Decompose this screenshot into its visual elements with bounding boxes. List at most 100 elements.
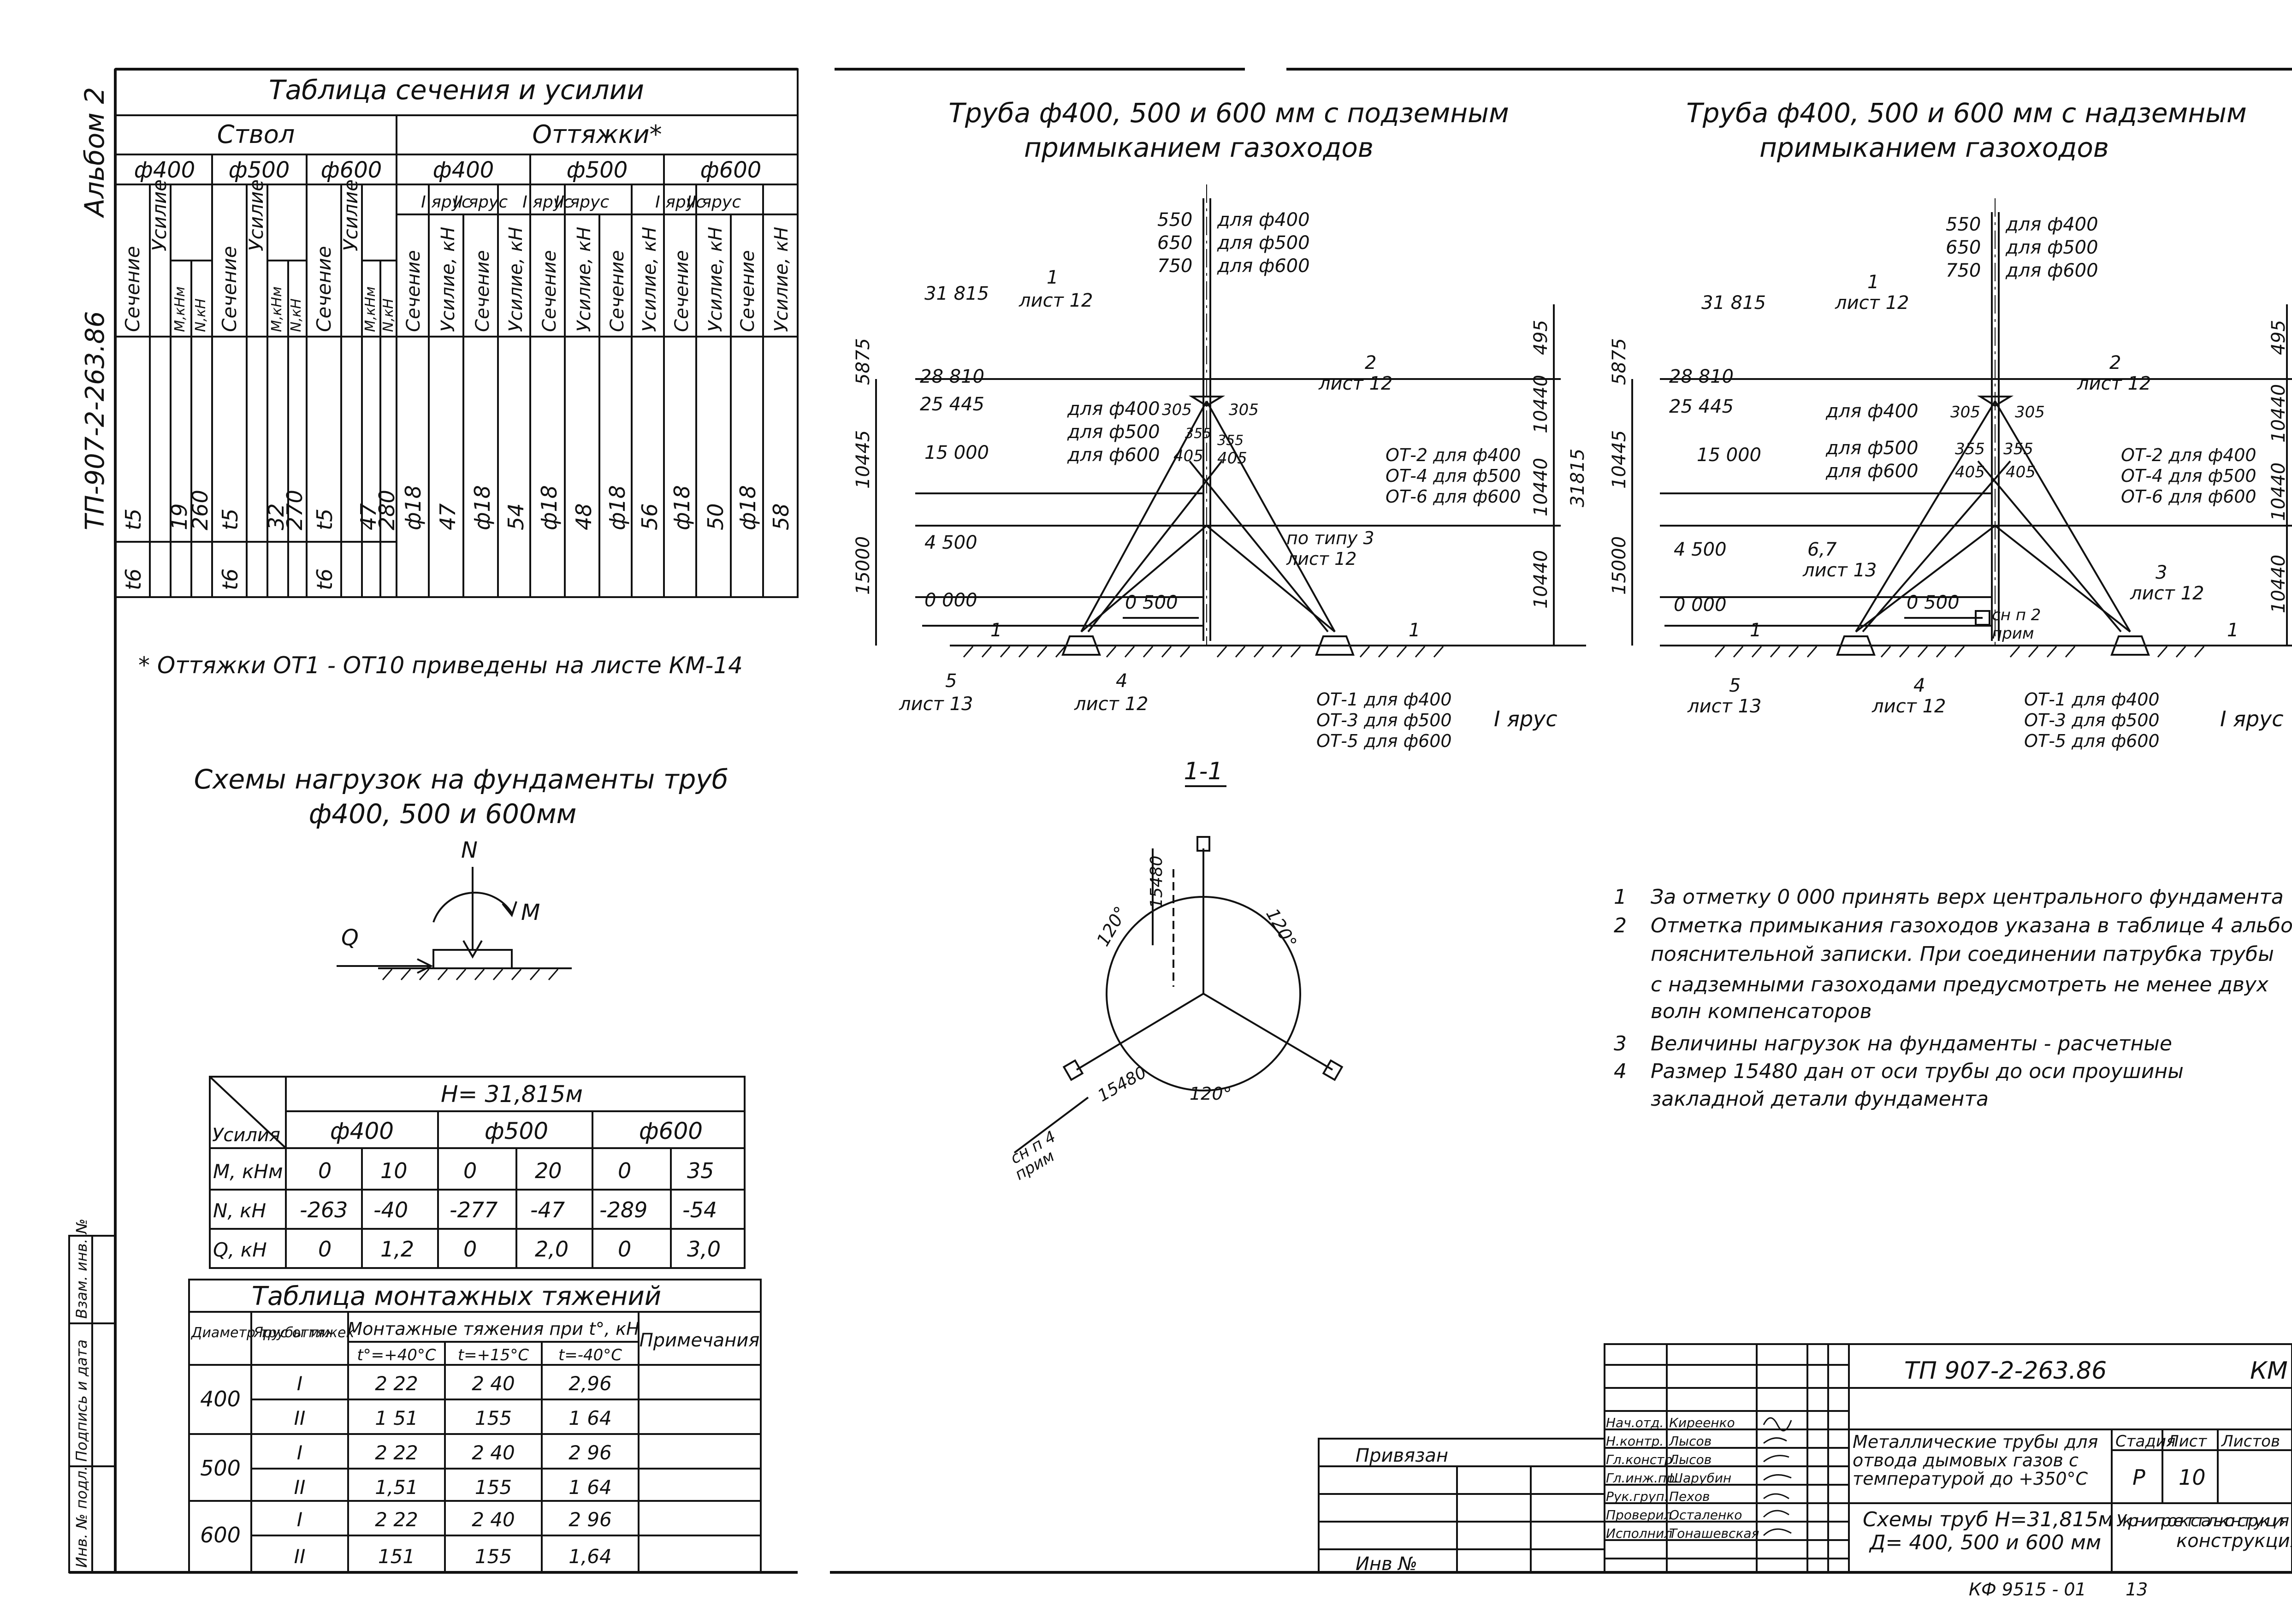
stem-value: t5 — [312, 509, 337, 530]
tier-label: II ярус — [687, 193, 741, 212]
col-force-kn: Усилие, кН — [639, 227, 660, 332]
elev-sheet5: 5 — [945, 670, 957, 692]
col-section: Сечение — [121, 246, 144, 332]
guy-value: ф18 — [537, 485, 562, 530]
tension-col-diameter: Диаметр трубы мм — [190, 1325, 330, 1341]
tension-tier: II — [294, 1407, 306, 1429]
note-text: Размер 15480 дан от оси трубы до оси про… — [1651, 1060, 2184, 1083]
tb-sheet-title-2: Д= 400, 500 и 600 мм — [1869, 1531, 2101, 1554]
elev-dim-15000: 15000 — [1609, 536, 1630, 595]
loads-cell: 3,0 — [687, 1237, 721, 1262]
elev-top-750: 750 — [1157, 255, 1192, 277]
tension-cell: 2 22 — [375, 1441, 418, 1464]
tension-title: Таблица монтажных тяжений — [252, 1281, 661, 1311]
col-section: Сечение — [607, 250, 628, 332]
elev-d305: 305 — [1162, 401, 1192, 419]
elev-sheet12: лист 12 — [2077, 373, 2151, 394]
elev-ot1: ОТ-1 для ф400 — [1316, 689, 1452, 710]
elev-for600: для ф600 — [1067, 445, 1160, 466]
loads-cell: 1,2 — [380, 1237, 414, 1262]
elev-mark-15000: 15 000 — [1697, 445, 1761, 466]
elev-mark-4500: 4 500 — [924, 532, 977, 553]
elev-tier1: I ярус — [2220, 706, 2284, 731]
elev-top-550: 550 — [1946, 214, 1981, 235]
elev-section-mark: 1 — [1750, 620, 1761, 641]
strip-sign-date: Подпись и дата — [73, 1340, 90, 1462]
elev-mark-31815: 31 815 — [1701, 292, 1766, 314]
elev-right-title-1: Труба ф400, 500 и 600 мм с надземным — [1686, 97, 2246, 129]
elev-sheet12: лист 12 — [1318, 373, 1392, 394]
col-force-kn: Усилие, кН — [771, 227, 792, 332]
elev-ot5: ОТ-5 для ф600 — [2024, 731, 2160, 751]
elev-top-650: 650 — [1946, 237, 1981, 258]
col-n: N,кН — [288, 298, 304, 332]
elev-for600: для ф600 — [2005, 260, 2098, 281]
elev-dim-10445: 10445 — [853, 430, 874, 489]
elev-mark-4500: 4 500 — [1674, 539, 1727, 560]
elev-for400: для ф400 — [2005, 214, 2098, 235]
tb-name: Киреенко — [1669, 1415, 1735, 1430]
tb-desc-3: температурой до +350°С — [1853, 1469, 2088, 1489]
col-m: M,кНм — [269, 286, 285, 332]
elev-sheet2: 2 — [1365, 352, 1376, 373]
col-force: Усилие — [245, 179, 267, 251]
elev-dim-10440: 10440 — [2268, 462, 2289, 521]
title-block: ТП 907-2-263.86 КМ Привязан Инв № Нач.от… — [1318, 1343, 2292, 1600]
elev-dim-10440: 10440 — [2268, 555, 2289, 613]
stem-d500: ф500 — [229, 157, 290, 183]
elev-mark-15000: 15 000 — [924, 442, 989, 463]
elev-ot6: ОТ-6 для ф600 — [2121, 486, 2256, 507]
col-force-kn: Усилие, кН — [574, 227, 595, 332]
tension-cell: 2 40 — [472, 1508, 515, 1531]
col-section: Сечение — [218, 246, 241, 332]
elev-for400: для ф400 — [1067, 398, 1160, 420]
loads-d600: ф600 — [639, 1118, 703, 1144]
stem-header: Ствол — [217, 120, 295, 149]
elev-mark-28810: 28 810 — [920, 366, 984, 387]
tb-org-2: конструкция — [2176, 1530, 2292, 1552]
elev-dim-5875: 5875 — [853, 338, 874, 385]
tension-cell: 151 — [378, 1545, 415, 1568]
note-line: с надземными газоходами предусмотреть не… — [1614, 973, 2268, 996]
plan-view: 1-1 15480 15480 120° 120° 120° сн п 4 пр… — [1007, 758, 1344, 1184]
stem-value: 19 — [167, 503, 192, 530]
elev-sheet2: 2 — [2109, 352, 2121, 373]
elev-dim-10440: 10440 — [2268, 384, 2289, 443]
tension-temp: t=+15°C — [458, 1346, 529, 1364]
tb-footer-num: 13 — [2126, 1579, 2148, 1600]
tb-name: Лысов — [1669, 1434, 1712, 1449]
loads-cell: -54 — [682, 1197, 717, 1222]
col-section: Сечение — [671, 250, 693, 332]
elev-sheet13: лист 13 — [1802, 560, 1877, 581]
elev-sheet13: лист 13 — [1687, 696, 1761, 717]
plan-dim-15480: 15480 — [1147, 855, 1166, 908]
tension-temp: t=-40°C — [558, 1346, 622, 1364]
loads-table-header: H= 31,815м — [441, 1081, 583, 1108]
elev-sheet12: лист 12 — [1019, 290, 1093, 311]
col-section: Сечение — [539, 250, 560, 332]
guy-value: 48 — [571, 503, 596, 530]
tb-sheet-label: Лист — [2166, 1432, 2207, 1451]
guy-d600: ф600 — [700, 157, 762, 183]
stem-value: 270 — [282, 490, 307, 530]
tb-mark: КМ — [2250, 1357, 2288, 1385]
elev-sheet1: 1 — [1047, 267, 1058, 288]
guy-value: 47 — [435, 503, 460, 530]
elev-sheet12: лист 12 — [1074, 693, 1148, 715]
tension-cell: 2 96 — [569, 1441, 612, 1464]
tb-name: Лысов — [1669, 1452, 1712, 1467]
tb-stage-label: Стадия — [2115, 1432, 2175, 1451]
elev-ot2: ОТ-2 для ф400 — [1386, 445, 1521, 465]
loads-row-label: Q, кН — [213, 1239, 267, 1261]
tension-cell: 2 40 — [472, 1372, 515, 1395]
elev-by-type3: по типу 3 — [1286, 528, 1374, 548]
tb-org-1: Укрниипроектстальконструкция — [2116, 1511, 2289, 1530]
tb-stage: Р — [2132, 1465, 2145, 1490]
tension-col-note: Примечания — [640, 1330, 760, 1351]
tb-role: Н.контр. — [1606, 1434, 1664, 1449]
elev-sheet67: 6,7 — [1807, 539, 1837, 560]
stem-value: 280 — [374, 490, 399, 530]
elev-dim-10440: 10440 — [1530, 550, 1552, 609]
